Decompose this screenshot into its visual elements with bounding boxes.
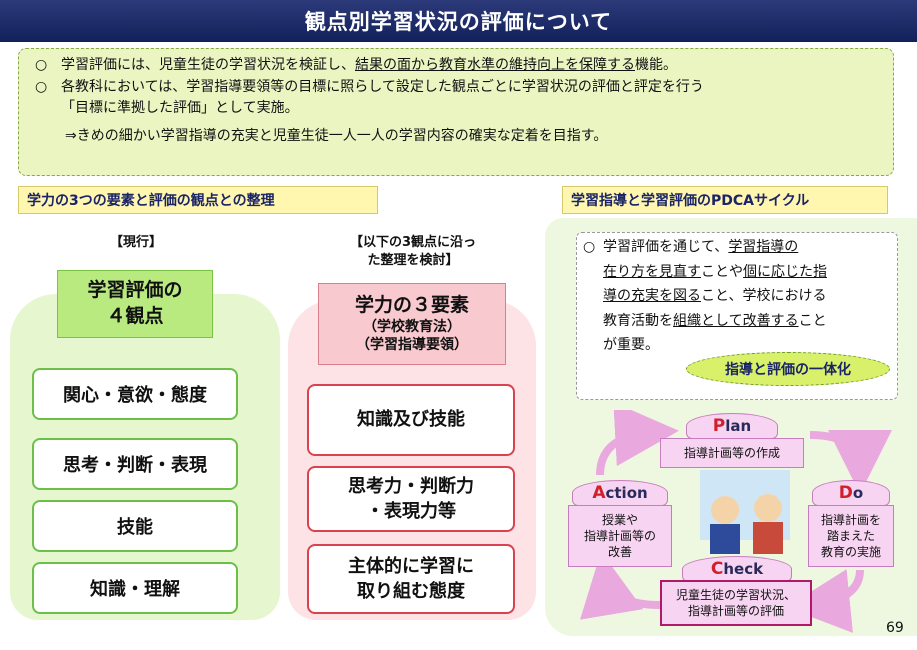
integration-oval: 指導と評価の一体化 (686, 352, 890, 386)
viewpoint-item: 技能 (32, 500, 238, 552)
cycle-arrows (580, 410, 892, 633)
bullet-mark: ○ (583, 239, 596, 255)
action-box: 授業や 指導計画等の 改善 (568, 505, 672, 567)
arrow-check-to-action (580, 551, 661, 620)
arrow-do-to-check (786, 569, 864, 633)
page-number: 69 (886, 620, 904, 636)
bullet-mark: ○ (35, 78, 48, 95)
intro-line-4: ⇒きめの細かい学習指導の充実と児童生徒一人一人の学習内容の確実な定着を目指す。 (65, 128, 608, 145)
bullet-mark: ○ (35, 57, 48, 73)
do-box: 指導計画を 踏まえた 教育の実施 (808, 505, 894, 567)
intro-box: ○ 学習評価には、児童生徒の学習状況を検証し、結果の面から教育水準の維持向上を保… (18, 48, 894, 176)
current-heading: 学習評価の ４観点 (57, 270, 213, 338)
viewpoint-item: 関心・意欲・態度 (32, 368, 238, 420)
plan-box: 指導計画等の作成 (660, 438, 804, 468)
current-label: 【現行】 (109, 235, 162, 250)
check-box: 児童生徒の学習状況、 指導計画等の評価 (660, 580, 812, 626)
proposed-label: 【以下の3観点に沿っ た整理を検討】 (349, 235, 477, 268)
section-label-pdca: 学習指導と学習評価のPDCAサイクル (562, 186, 888, 214)
arrow-plan-to-do (809, 429, 892, 494)
intro-line-2: ○ 各教科においては、学習指導要領等の目標に照らして設定した観点ごとに学習状況の… (33, 77, 879, 99)
arrow-action-to-plan (596, 410, 679, 476)
intro-line-1: ○ 学習評価には、児童生徒の学習状況を検証し、結果の面から教育水準の維持向上を保… (33, 55, 879, 77)
viewpoint-item: 思考・判断・表現 (32, 438, 238, 490)
element-item: 思考力・判断力 ・表現力等 (307, 466, 515, 532)
element-item: 主体的に学習に 取り組む態度 (307, 544, 515, 614)
section-label-elements: 学力の3つの要素と評価の観点との整理 (18, 186, 378, 214)
intro-line-3: 「目標に準拠した評価」として実施。 (61, 100, 299, 117)
page-title: 観点別学習状況の評価について (0, 0, 917, 42)
teachers-illustration (700, 470, 790, 554)
element-item: 知識及び技能 (307, 384, 515, 456)
viewpoint-item: 知識・理解 (32, 562, 238, 614)
proposed-heading: 学力の３要素 （学校教育法） （学習指導要領） (318, 283, 506, 365)
